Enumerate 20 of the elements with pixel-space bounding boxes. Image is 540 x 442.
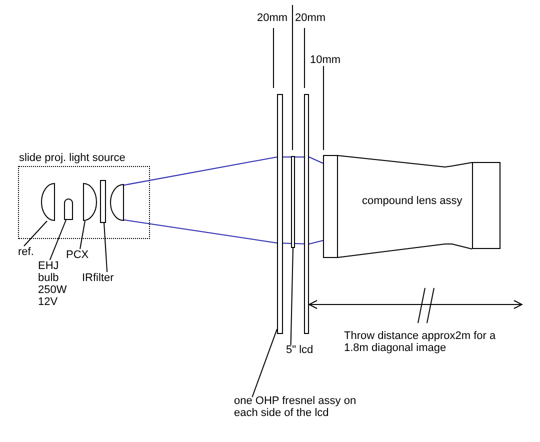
part-label: PCX — [66, 249, 90, 261]
dimension-label: 20mm — [257, 12, 289, 24]
dimension-label: 20mm — [295, 12, 327, 24]
note-text: Throw distance approx2m for a 1.8m diagonal image — [344, 330, 497, 354]
part-label: one OHP fresnel assy on each side of the lcd — [234, 395, 358, 419]
leader-line — [80, 220, 86, 250]
part-label: 5" lcd — [286, 344, 314, 356]
leader-line — [49, 220, 66, 260]
leader-line — [24, 220, 48, 246]
dimension-label: 10mm — [310, 54, 342, 66]
part-label: ref. — [18, 246, 35, 258]
leader-line — [290, 248, 294, 346]
part-label: IRfilter — [82, 272, 115, 284]
leader-line — [104, 222, 108, 272]
lens-label: compound lens assy — [362, 195, 464, 207]
leader-line — [252, 328, 278, 398]
group-heading: slide proj. light source — [19, 152, 126, 164]
part-label: EHJ bulb 250W 12V — [38, 260, 68, 308]
light-ray — [124, 156, 324, 186]
light-ray — [124, 219, 324, 244]
